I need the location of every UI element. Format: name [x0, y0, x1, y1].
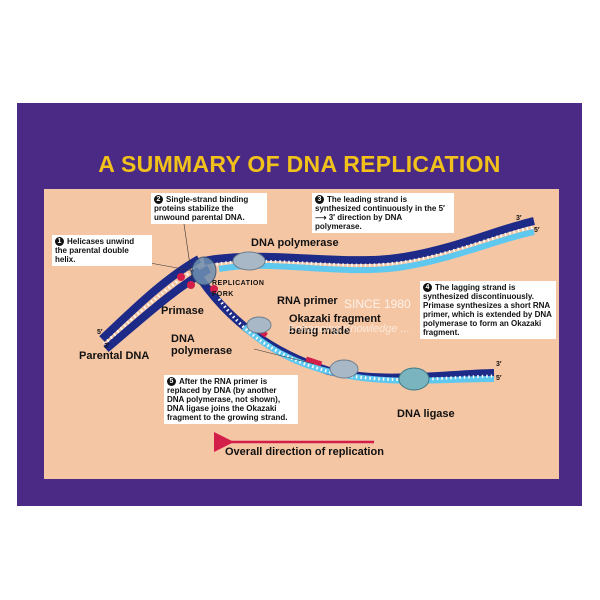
watermark-tagline: Enhancing Knowledge ...	[288, 323, 410, 335]
label-rna-primer: RNA primer	[277, 295, 338, 307]
step-number: 1	[55, 237, 64, 246]
dna-polymerase-bottom	[329, 359, 359, 379]
replication-diagram	[99, 217, 535, 452]
primase-protein	[246, 316, 272, 334]
ssb-protein	[177, 273, 185, 281]
label-parental-dna: Parental DNA	[79, 350, 150, 362]
poster: A SUMMARY OF DNA REPLICATION	[17, 103, 582, 506]
ssb-protein	[210, 285, 218, 293]
step-number: 5	[167, 377, 176, 386]
leading-new-strand	[218, 229, 535, 274]
dna-ligase-protein	[398, 367, 430, 391]
step-number: 4	[423, 283, 432, 292]
strand-end-left-bottom: 3′	[104, 343, 110, 350]
note-text: Single-strand binding proteins stabilize…	[154, 195, 249, 222]
pointer-line	[253, 348, 315, 365]
rna-primer-segment	[305, 356, 323, 367]
note-text: After the RNA primer is replaced by DNA …	[167, 377, 288, 422]
pointer-line	[183, 223, 193, 280]
step-number: 2	[154, 195, 163, 204]
note-text: The lagging strand is synthesized discon…	[423, 283, 552, 337]
label-primase: Primase	[161, 305, 204, 317]
label-okazaki-fragment: Okazaki fragment being made	[289, 313, 381, 337]
label-dna-polymerase-bottom: DNA polymerase	[171, 333, 233, 357]
strand-end-right-top-b: 5′	[534, 227, 540, 234]
dna-polymerase-top	[232, 251, 266, 271]
parental-strand-a	[99, 255, 201, 342]
strand-end-right-top-a: 3′	[516, 215, 522, 222]
poster-title: A SUMMARY OF DNA REPLICATION	[98, 151, 501, 177]
strand-end-left-top: 5′	[97, 329, 103, 336]
note-text: The leading strand is synthesized contin…	[315, 195, 445, 231]
helicase	[191, 256, 217, 286]
ssb-protein	[187, 281, 195, 289]
watermark-since: SINCE 1980	[344, 297, 411, 311]
strand-end-right-bottom-b: 5′	[496, 375, 502, 382]
label-replication-fork: REPLICATION FORK	[212, 280, 265, 298]
strand-end-right-bottom-a: 3′	[496, 361, 502, 368]
note-text: Helicases unwind the parental double hel…	[55, 237, 135, 264]
label-overall-direction: Overall direction of replication	[225, 446, 384, 458]
label-dna-polymerase-top: DNA polymerase	[251, 237, 339, 249]
label-dna-ligase: DNA ligase	[397, 408, 455, 420]
step-number: 3	[315, 195, 324, 204]
